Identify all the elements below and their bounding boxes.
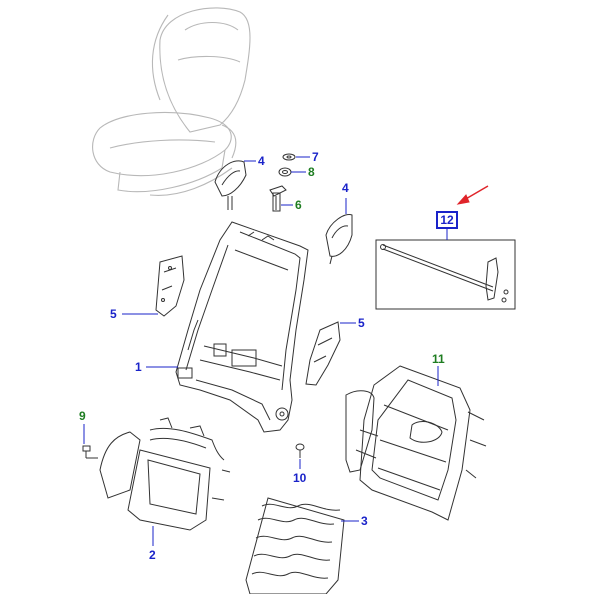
seat-cushion-pan — [99, 417, 231, 531]
callout-2[interactable]: 2 — [149, 548, 156, 562]
seat-overview-ghost — [92, 7, 251, 196]
rod-assembly-panel — [375, 239, 516, 310]
highlight-arrow — [456, 185, 489, 205]
seat-back-frame — [175, 221, 309, 433]
screw-part-9 — [82, 445, 98, 459]
callout-4-upper[interactable]: 4 — [258, 154, 265, 168]
callout-7[interactable]: 7 — [312, 150, 319, 164]
callout-8[interactable]: 8 — [308, 165, 315, 179]
callout-11[interactable]: 11 — [432, 352, 445, 366]
headrest-guide-right — [325, 213, 353, 265]
callout-3[interactable]: 3 — [361, 514, 368, 528]
callout-6[interactable]: 6 — [295, 198, 302, 212]
callout-5-right[interactable]: 5 — [358, 316, 365, 330]
fastener-parts — [278, 153, 296, 177]
side-trim-left — [155, 255, 185, 317]
side-trim-right — [305, 321, 341, 386]
callout-1[interactable]: 1 — [135, 360, 142, 374]
clip-part-10 — [295, 443, 305, 458]
callout-10[interactable]: 10 — [293, 471, 307, 485]
callout-4-right[interactable]: 4 — [342, 181, 349, 195]
leader-lines — [83, 156, 439, 546]
seat-back-panel — [345, 365, 487, 521]
callout-9[interactable]: 9 — [79, 409, 86, 423]
spring-mat — [245, 497, 345, 594]
bracket-part-6 — [269, 185, 287, 212]
callout-12-boxed[interactable]: 12 — [436, 211, 458, 229]
headrest-guide-upper — [214, 160, 247, 210]
callout-5-left[interactable]: 5 — [110, 307, 117, 321]
